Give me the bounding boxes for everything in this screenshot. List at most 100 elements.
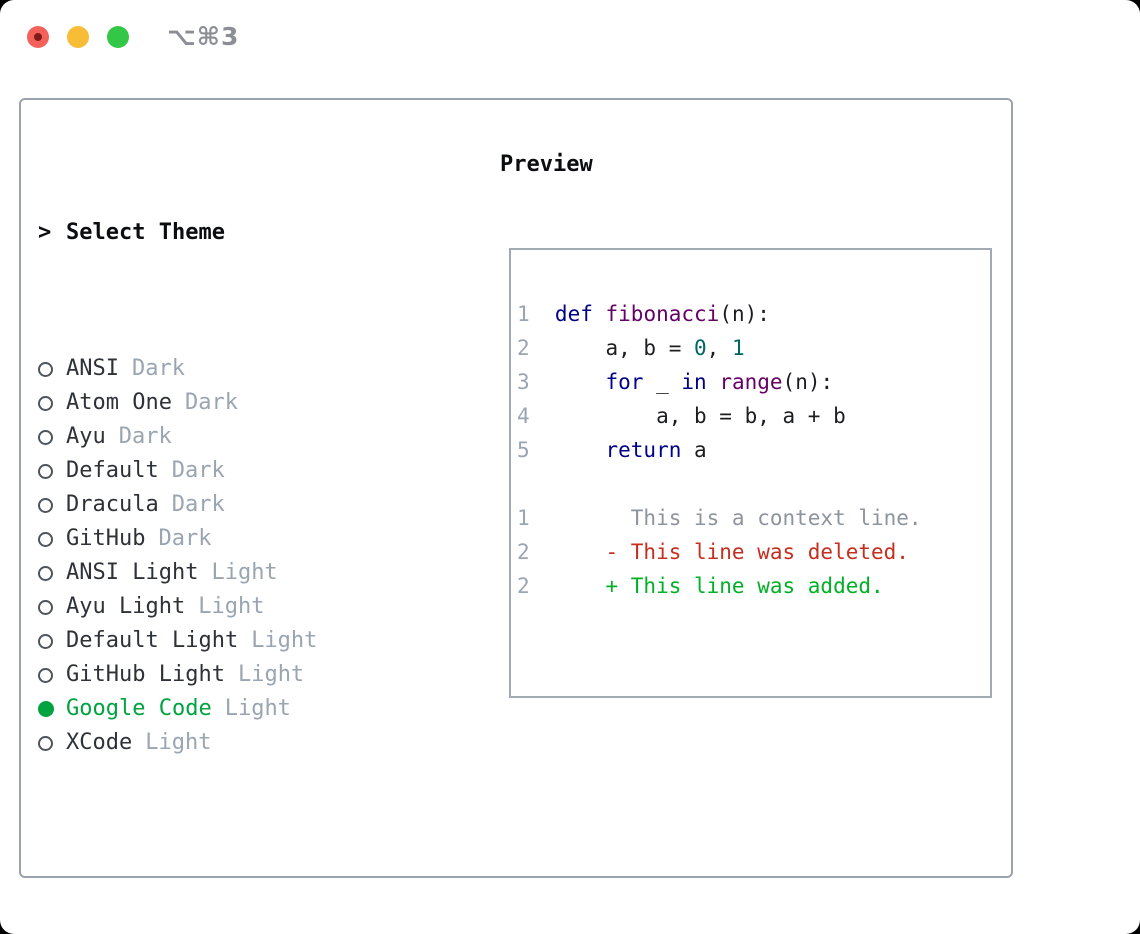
spacer [38,862,409,896]
theme-variant: Light [198,594,265,619]
theme-name: Default Light [66,628,239,653]
code-line: 1 This is a context line. [517,501,990,535]
theme-option-github-dark[interactable]: GitHub Dark [38,522,409,556]
code-segment: def [554,302,593,326]
theme-variant: Dark [171,458,225,483]
theme-variant: Dark [158,526,212,551]
code-line: 1 def fibonacci(n): [517,297,990,331]
line-number: 3 [517,370,530,394]
code-segment: (n): [719,302,770,326]
theme-variant: Dark [184,390,238,415]
theme-name: Default [66,458,159,483]
code-segment: return [605,438,682,462]
theme-name: GitHub Light [66,662,225,687]
theme-name: Google Code [66,696,212,721]
radio-icon [38,667,66,683]
radio-icon [38,429,66,445]
code-segment: 0 [694,336,707,360]
line-number: 5 [517,438,530,462]
code-line: 3 for _ in range(n): [517,365,990,399]
line-number: 2 [517,336,530,360]
code-segment: a, b = b, a + b [554,404,846,428]
radio-icon [38,735,66,751]
theme-name: ANSI Light [66,560,199,585]
code-segment: This is a context line. [554,506,922,530]
theme-option-ayu-light-light[interactable]: Ayu Light Light [38,590,409,624]
theme-option-dracula-dark[interactable]: Dracula Dark [38,488,409,522]
theme-name: ANSI [66,356,119,381]
theme-variant: Light [224,696,291,721]
code-line: 4 a, b = b, a + b [517,399,990,433]
preview-header: Preview [500,152,593,177]
code-segment: in [681,370,707,394]
theme-name: Ayu Light [66,594,186,619]
code-segment: for [605,370,644,394]
theme-option-google-code-light[interactable]: Google Code Light [38,692,409,726]
theme-name: GitHub [66,526,146,551]
line-number: 1 [517,302,530,326]
theme-option-xcode-light[interactable]: XCode Light [38,726,409,760]
code-segment [555,365,606,399]
theme-name: Ayu [66,424,106,449]
theme-variant: Light [251,628,318,653]
code-segment [707,365,720,399]
code-segment: , [706,336,732,360]
code-segment: (n): [782,370,834,394]
code-line: 2 a, b = 0, 1 [517,331,990,365]
radio-icon [38,633,66,649]
theme-name: Atom One [66,390,172,415]
code-line [517,467,990,501]
code-segment: - This line was deleted. [554,540,909,564]
maximize-button[interactable] [107,26,129,48]
radio-icon [38,531,66,547]
titlebar: ⌥⌘3 [0,0,1140,74]
theme-variant: Light [145,730,212,755]
radio-icon [38,565,66,581]
radio-icon [38,395,66,411]
radio-icon [38,599,66,615]
close-button[interactable] [27,26,49,48]
theme-variant: Dark [171,492,225,517]
theme-list-header: Select Theme [66,220,225,245]
line-number: 1 [517,506,530,530]
theme-variant: Light [211,560,278,585]
theme-option-github-light-light[interactable]: GitHub Light Light [38,658,409,692]
theme-option-default-light-light[interactable]: Default Light Light [38,624,409,658]
code-segment: a [681,438,707,462]
theme-option-ayu-dark[interactable]: Ayu Dark [38,420,409,454]
code-line: 2 + This line was added. [517,569,990,603]
line-number [517,467,530,501]
radio-icon [38,497,66,513]
theme-option-atom-one-dark[interactable]: Atom One Dark [38,386,409,420]
radio-selected-icon [38,701,66,717]
theme-variant: Dark [118,424,172,449]
line-number: 2 [517,540,530,564]
theme-name: Dracula [66,492,159,517]
code-segment: fibonacci [605,302,720,326]
radio-icon [38,361,66,377]
window-title: ⌥⌘3 [167,22,240,51]
code-segment: _ [643,370,682,394]
code-segment: 1 [731,336,745,360]
minimize-button[interactable] [67,26,89,48]
cursor-icon: > [38,220,52,245]
code-line: 5 return a [517,433,990,467]
theme-variant: Light [237,662,305,687]
theme-list-header-row: > Select Theme [38,216,409,250]
code-segment [555,433,606,467]
line-number: 2 [517,574,530,598]
theme-option-ansi-light-light[interactable]: ANSI Light Light [38,556,409,590]
code-segment: + This line was added. [554,574,884,598]
theme-option-default-dark[interactable]: Default Dark [38,454,409,488]
radio-icon [38,463,66,479]
line-number: 4 [517,404,530,428]
code-segment: a, b = [554,336,694,360]
theme-name: XCode [66,730,133,755]
